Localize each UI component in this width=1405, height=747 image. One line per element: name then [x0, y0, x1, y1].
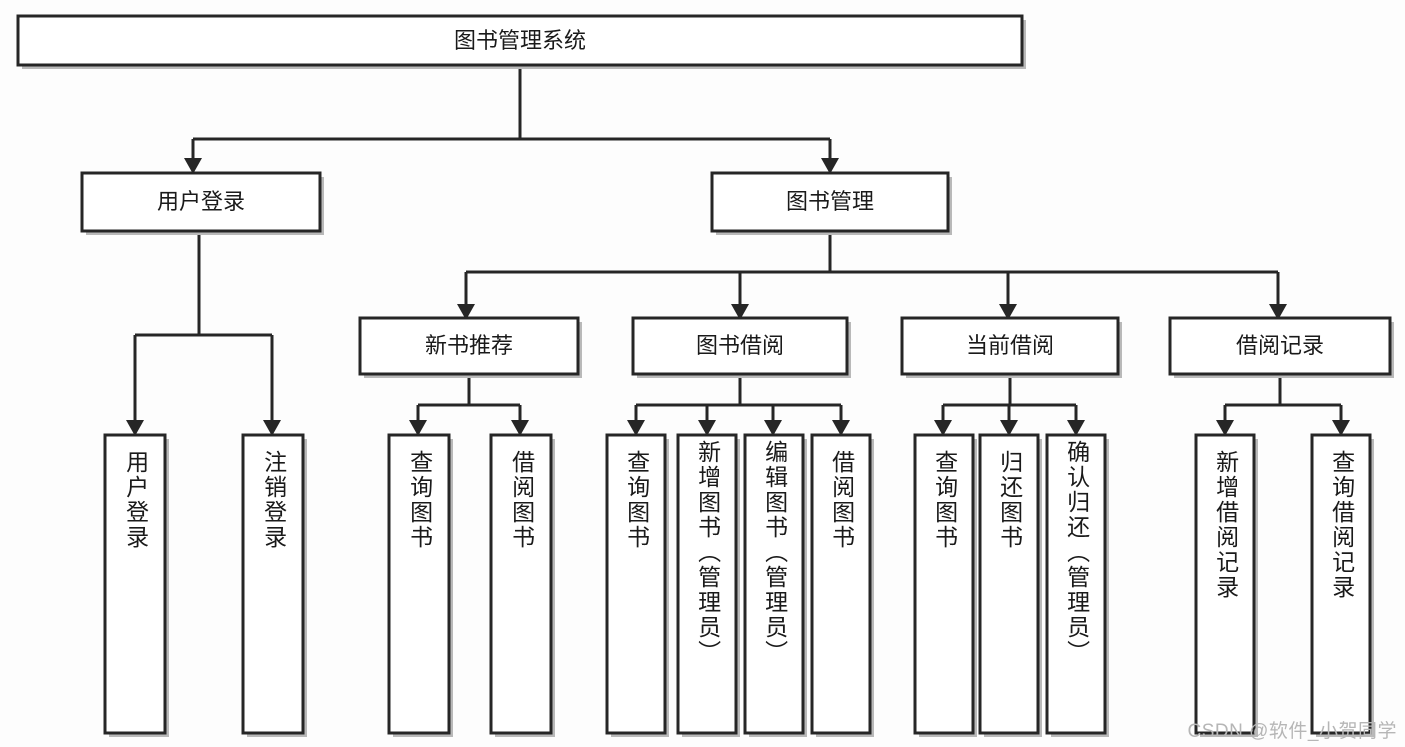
- current-borrow-label: 当前借阅: [966, 333, 1054, 358]
- arrowhead-cb-query: [934, 420, 952, 436]
- leaf-bb-borrow-box[interactable]: [810, 433, 872, 735]
- leaf-logout-label: 注销登录: [260, 450, 287, 550]
- leaf-nb-borrow-box[interactable]: [489, 433, 553, 735]
- leaf-cb-return-book[interactable]: 归还图书: [978, 433, 1042, 737]
- arrowhead-new-book: [457, 304, 475, 320]
- leaf-rec-query-box[interactable]: [1310, 433, 1372, 735]
- node-user-login[interactable]: 用户登录: [80, 171, 324, 235]
- arrowhead-cb-return: [1000, 420, 1018, 436]
- new-book-box[interactable]: [358, 316, 580, 376]
- arrowhead-nb-borrow: [511, 420, 529, 436]
- arrowhead-user-login: [184, 158, 202, 174]
- leaf-bb-query-label: 查询图书: [623, 450, 650, 550]
- arrowhead-bb-add: [698, 420, 716, 436]
- leaf-logout[interactable]: 注销登录: [241, 433, 307, 737]
- arrowhead-rec-add: [1216, 420, 1234, 436]
- leaf-cb-confirm-return[interactable]: 确认归还（管理员）: [1045, 433, 1109, 737]
- arrowhead-bb-query: [627, 420, 645, 436]
- book-manage-label: 图书管理: [786, 189, 874, 214]
- connector-layer: [126, 65, 1350, 436]
- borrow-record-label: 借阅记录: [1236, 333, 1324, 358]
- leaf-cb-return-box[interactable]: [978, 433, 1040, 735]
- leaf-nb-query-box[interactable]: [387, 433, 451, 735]
- leaf-bb-add-box[interactable]: [676, 433, 738, 735]
- leaf-user-login-label: 用户登录: [122, 450, 149, 550]
- leaf-nb-borrow-book[interactable]: 借阅图书: [489, 433, 555, 737]
- leaf-bb-query-book[interactable]: 查询图书: [605, 433, 669, 737]
- current-borrow-box[interactable]: [900, 316, 1120, 376]
- leaf-rec-query-label: 查询借阅记录: [1328, 450, 1355, 600]
- arrowhead-book-borrow: [731, 304, 749, 320]
- node-book-borrow[interactable]: 图书借阅: [631, 316, 851, 378]
- leaf-rec-add[interactable]: 新增借阅记录: [1194, 433, 1258, 737]
- leaf-bb-add-label: 新增图书（管理员）: [694, 440, 721, 665]
- leaf-rec-add-label: 新增借阅记录: [1212, 450, 1239, 600]
- node-new-book-recommend[interactable]: 新书推荐: [358, 316, 582, 378]
- arrowhead-rec-query: [1332, 420, 1350, 436]
- root-box[interactable]: [16, 14, 1024, 67]
- leaf-cb-query-box[interactable]: [913, 433, 975, 735]
- leaf-user-login[interactable]: 用户登录: [103, 433, 169, 737]
- arrowhead-nb-query: [409, 420, 427, 436]
- book-borrow-label: 图书借阅: [696, 333, 784, 358]
- node-root[interactable]: 图书管理系统: [16, 14, 1026, 69]
- leaf-cb-confirm-box[interactable]: [1045, 433, 1107, 735]
- arrowhead-current-borrow: [999, 304, 1017, 320]
- arrowhead-cb-confirm: [1067, 420, 1085, 436]
- borrow-record-box[interactable]: [1168, 316, 1392, 376]
- arrowhead-leaf-logout: [263, 420, 281, 436]
- new-book-label: 新书推荐: [425, 333, 513, 358]
- leaf-nb-query-book[interactable]: 查询图书: [387, 433, 453, 737]
- leaf-bb-borrow-label: 借阅图书: [828, 450, 855, 550]
- user-login-box[interactable]: [80, 171, 322, 233]
- node-borrow-record[interactable]: 借阅记录: [1168, 316, 1394, 378]
- arrowhead-bb-borrow: [832, 420, 850, 436]
- leaf-bb-edit-book[interactable]: 编辑图书（管理员）: [743, 433, 807, 737]
- leaf-nb-borrow-label: 借阅图书: [508, 450, 535, 550]
- leaf-user-login-box[interactable]: [103, 433, 167, 735]
- user-login-label: 用户登录: [157, 189, 245, 214]
- arrowhead-book-manage: [821, 158, 839, 174]
- leaf-bb-edit-label: 编辑图书（管理员）: [761, 440, 788, 665]
- leaf-bb-add-book[interactable]: 新增图书（管理员）: [676, 433, 740, 737]
- leaf-nb-query-label: 查询图书: [406, 450, 433, 550]
- arrowhead-borrow-record: [1269, 304, 1287, 320]
- leaf-cb-query-book[interactable]: 查询图书: [913, 433, 977, 737]
- leaf-bb-query-box[interactable]: [605, 433, 667, 735]
- leaf-bb-edit-box[interactable]: [743, 433, 805, 735]
- leaf-cb-return-label: 归还图书: [996, 450, 1023, 550]
- leaf-cb-confirm-label: 确认归还（管理员）: [1063, 440, 1090, 665]
- book-manage-box[interactable]: [710, 171, 950, 233]
- arrowhead-bb-edit: [764, 420, 782, 436]
- node-current-borrow[interactable]: 当前借阅: [900, 316, 1122, 378]
- leaf-rec-query[interactable]: 查询借阅记录: [1310, 433, 1374, 737]
- book-borrow-box[interactable]: [631, 316, 849, 376]
- leaf-bb-borrow-book[interactable]: 借阅图书: [810, 433, 874, 737]
- leaf-logout-box[interactable]: [241, 433, 305, 735]
- arrowhead-leaf-user-login: [126, 420, 144, 436]
- node-book-manage[interactable]: 图书管理: [710, 171, 952, 235]
- root-label: 图书管理系统: [454, 28, 586, 53]
- leaf-rec-add-box[interactable]: [1194, 433, 1256, 735]
- leaf-cb-query-label: 查询图书: [931, 450, 958, 550]
